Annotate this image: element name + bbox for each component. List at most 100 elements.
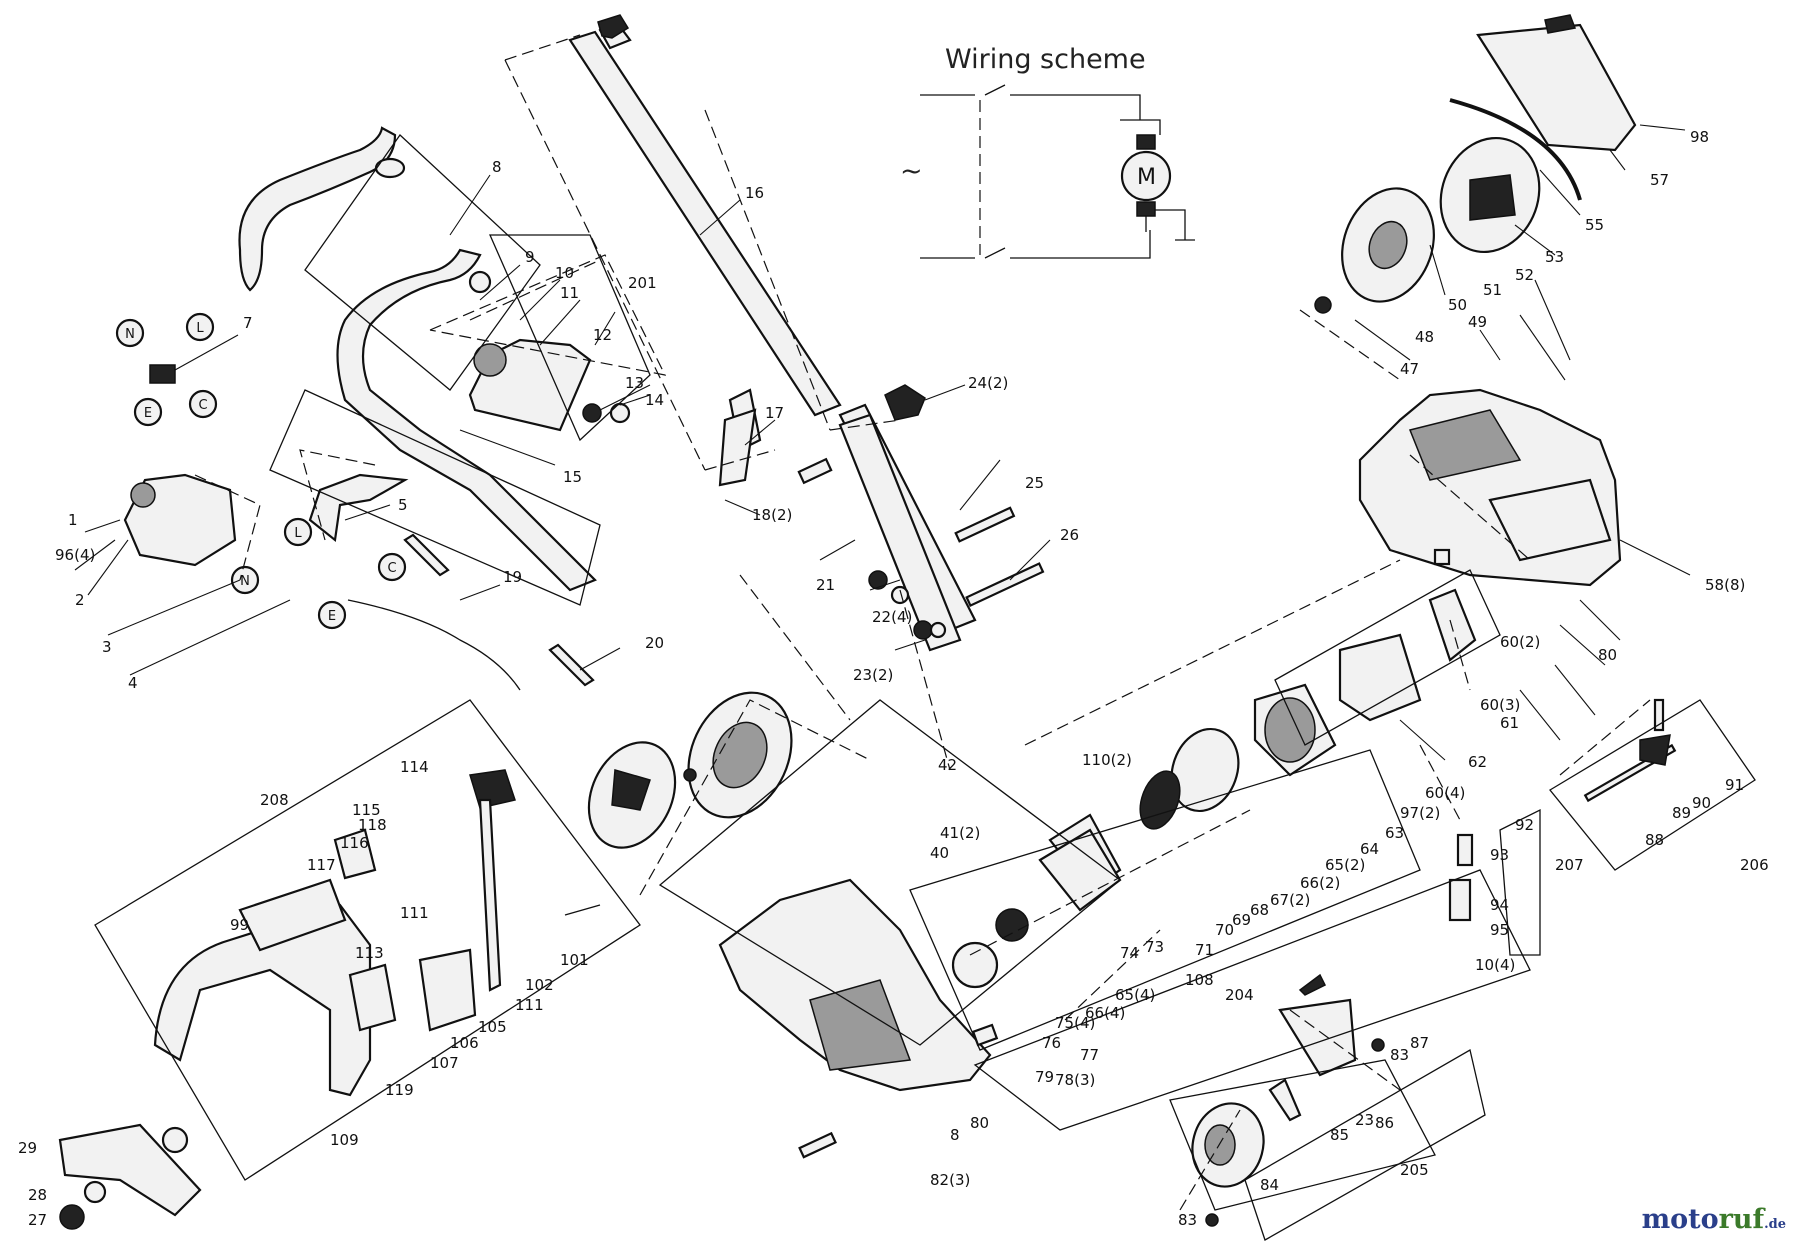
motor-symbol: [1120, 150, 1172, 202]
label-114: 114: [400, 758, 429, 776]
label-19: 19: [503, 568, 522, 586]
blade-29: [58, 1123, 202, 1230]
blade-guard-119: [153, 878, 372, 1097]
label-22: 22(4): [872, 608, 912, 626]
svg-text:L: L: [294, 526, 302, 541]
lower-handle: [336, 248, 597, 592]
label-85: 85: [1330, 1126, 1349, 1144]
watermark: motoruf.de: [1642, 1204, 1786, 1235]
label-24: 24(2): [968, 374, 1008, 392]
label-14: 14: [645, 391, 664, 409]
connector-7: N L E C: [115, 312, 218, 427]
label-118: 118: [358, 816, 387, 834]
axle-206: [1583, 698, 1677, 803]
label-111-b: 111: [515, 996, 544, 1014]
ac-symbol: ~: [900, 156, 923, 187]
label-2: 2: [75, 591, 85, 609]
upper-handle: [238, 126, 406, 292]
label-4: 4: [128, 674, 138, 692]
wheel-right: [1314, 14, 1637, 314]
label-12: 12: [593, 326, 612, 344]
label-41: 41(2): [940, 824, 980, 842]
label-83-b: 83: [1178, 1211, 1197, 1229]
part-labels: 1 96(4) 2 3 4 5 7 8 9 10 11 12 13 14 15 …: [18, 128, 1769, 1229]
label-107: 107: [430, 1054, 459, 1072]
label-98: 98: [1690, 128, 1709, 146]
label-50: 50: [1448, 296, 1467, 314]
motor-housing-80: [1358, 388, 1622, 587]
label-87: 87: [1410, 1034, 1429, 1052]
label-86: 86: [1375, 1114, 1394, 1132]
label-27: 27: [28, 1211, 47, 1229]
terminals-4: L N C E: [230, 517, 407, 630]
label-76: 76: [1042, 1034, 1061, 1052]
svg-text:E: E: [328, 609, 336, 624]
label-42: 42: [938, 756, 957, 774]
label-13: 13: [625, 374, 644, 392]
label-206: 206: [1740, 856, 1769, 874]
label-96: 96(4): [55, 546, 95, 564]
label-109: 109: [330, 1131, 359, 1149]
label-28: 28: [28, 1186, 47, 1204]
label-75: 75(4): [1055, 1014, 1095, 1032]
label-105: 105: [478, 1018, 507, 1036]
label-113: 113: [355, 944, 384, 962]
label-70: 70: [1215, 921, 1234, 939]
label-66-2: 66(2): [1300, 874, 1340, 892]
label-80-right: 80: [1598, 646, 1617, 664]
label-60-4: 60(4): [1425, 784, 1465, 802]
label-7: 7: [243, 314, 253, 332]
label-11: 11: [560, 284, 579, 302]
svg-text:N: N: [240, 574, 250, 589]
motor-assembly: [951, 548, 1477, 989]
svg-text:C: C: [387, 561, 396, 576]
label-110: 110(2): [1082, 751, 1132, 769]
label-208: 208: [260, 791, 289, 809]
label-40: 40: [930, 844, 949, 862]
label-26: 26: [1060, 526, 1079, 544]
label-77: 77: [1080, 1046, 1099, 1064]
label-119: 119: [385, 1081, 414, 1099]
label-62: 62: [1468, 753, 1487, 771]
motor-brush-top: [1136, 134, 1156, 150]
switch-lever-114: [333, 769, 516, 1032]
label-79: 79: [1035, 1068, 1054, 1086]
label-108: 108: [1185, 971, 1214, 989]
motor-brush-bottom: [1136, 201, 1156, 217]
svg-text:E: E: [144, 406, 152, 421]
label-20: 20: [645, 634, 664, 652]
label-97: 97(2): [1400, 804, 1440, 822]
label-60-3: 60(3): [1480, 696, 1520, 714]
label-51: 51: [1483, 281, 1502, 299]
label-65-4: 65(4): [1115, 986, 1155, 1004]
switch-box-2: [123, 473, 409, 567]
label-94: 94: [1490, 896, 1509, 914]
label-95: 95: [1490, 921, 1509, 939]
label-18: 18(2): [752, 506, 792, 524]
label-116: 116: [340, 834, 369, 852]
label-15: 15: [563, 468, 582, 486]
label-78: 78(3): [1055, 1071, 1095, 1089]
label-101: 101: [560, 951, 589, 969]
label-115: 115: [352, 801, 381, 819]
label-17: 17: [765, 404, 784, 422]
label-83-a: 83: [1390, 1046, 1409, 1064]
label-61: 61: [1500, 714, 1519, 732]
svg-text:L: L: [196, 321, 204, 336]
wheel-left: [587, 691, 793, 849]
label-29: 29: [18, 1139, 37, 1157]
label-93: 93: [1490, 846, 1509, 864]
label-106: 106: [450, 1034, 479, 1052]
label-92: 92: [1515, 816, 1534, 834]
label-55: 55: [1585, 216, 1604, 234]
label-25: 25: [1025, 474, 1044, 492]
cable-19: [347, 533, 595, 691]
label-47: 47: [1400, 360, 1419, 378]
watermark-part-b: ruf: [1718, 1204, 1765, 1235]
label-84: 84: [1260, 1176, 1279, 1194]
switch-housing-12: [468, 338, 631, 432]
label-60-2: 60(2): [1500, 633, 1540, 651]
label-64: 64: [1360, 840, 1379, 858]
motor-letter: M: [1137, 165, 1156, 190]
